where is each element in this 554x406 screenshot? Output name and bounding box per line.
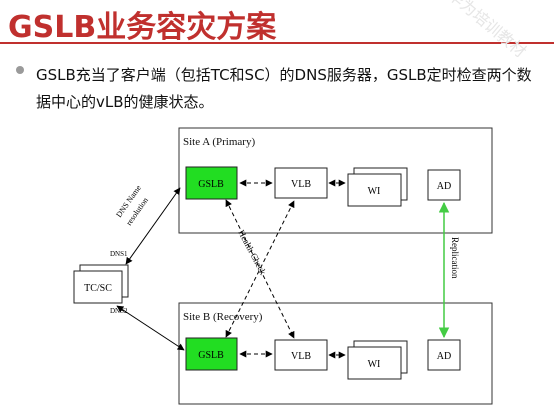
wi-b-box: [347, 346, 402, 380]
dns2-link: [116, 305, 185, 351]
dns1-link: [125, 187, 181, 265]
client-box: [73, 270, 123, 304]
gslb-a-label: GSLB: [198, 179, 224, 190]
wi-a-label: WI: [368, 186, 381, 197]
vlb-b-label: VLB: [291, 351, 311, 362]
vlb-b-box: [274, 339, 328, 371]
ad-b-box: [427, 339, 461, 371]
ad-a-box: [427, 169, 461, 201]
client-label: TC/SC: [84, 283, 112, 294]
vlb-a-box: [274, 167, 328, 199]
ad-a-label: AD: [437, 181, 451, 192]
dns2-label: DNS2: [110, 307, 128, 315]
gslb-b-box: [185, 337, 238, 371]
bullet-icon: [16, 66, 24, 74]
gslb-b-label: GSLB: [198, 350, 224, 361]
wi-a-box: [347, 173, 402, 207]
bullet-text: GSLB充当了客户端（包括TC和SC）的DNS服务器，GSLB定时检查两个数据中…: [36, 66, 532, 111]
wi-b-label: WI: [368, 359, 381, 370]
vlb-a-label: VLB: [291, 179, 311, 190]
title-underline: [0, 42, 554, 44]
site-a-label: Site A (Primary): [183, 136, 255, 148]
dns1-label: DNS1: [110, 250, 128, 258]
gslb-a-box: [185, 166, 238, 200]
health-check-b-to-a: [225, 200, 295, 338]
site-b-label: Site B (Recovery): [183, 311, 263, 323]
health-check-label: Health Check: [236, 228, 268, 277]
ad-b-label: AD: [437, 351, 451, 362]
slide-title: GSLB业务容灾方案: [8, 10, 277, 45]
replication-label: Replication: [450, 237, 460, 279]
